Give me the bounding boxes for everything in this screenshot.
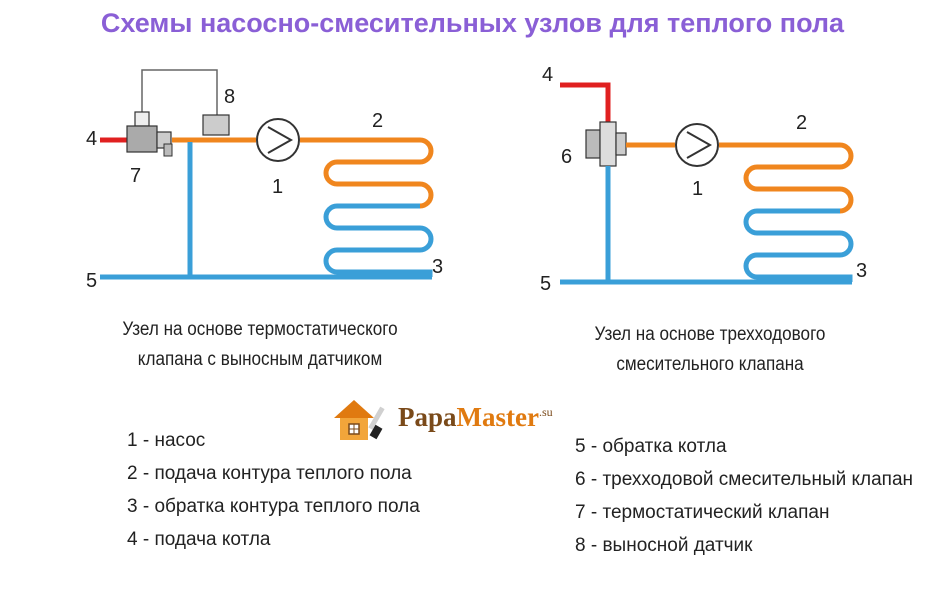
right-label-2: 2 [796, 112, 808, 134]
right-coil-supply [743, 142, 854, 214]
right-label-4: 4 [542, 64, 554, 86]
legend-item-6: 6 - трехходовой смесительный клапан [575, 469, 914, 490]
legend-left: 1 - насос 2 - подача контура теплого пол… [127, 424, 420, 556]
left-label-1: 1 [272, 176, 284, 198]
left-label-2: 2 [372, 110, 384, 132]
legend-item-8: 8 - выносной датчик [575, 535, 753, 556]
left-scheme [100, 69, 434, 280]
right-caption: Узел на основе трехходового смесительног… [521, 320, 899, 380]
legend-item-3: 3 - обратка контура теплого пола [127, 496, 420, 517]
legend-item-7: 7 - термостатический клапан [575, 502, 830, 523]
house-icon [334, 400, 385, 440]
left-pump-icon [256, 118, 300, 162]
remote-sensor-icon [202, 114, 230, 136]
left-coil-supply [323, 137, 434, 209]
legend-item-2: 2 - подача контура теплого пола [127, 463, 412, 484]
left-capillary-line [141, 69, 218, 115]
right-pump-icon [675, 123, 719, 167]
right-label-6: 6 [561, 146, 573, 168]
logo-part-papa: Papa [398, 402, 457, 432]
papamaster-logo[interactable]: PapaMaster.su [330, 394, 560, 444]
right-caption-line-2: смесительного клапана [616, 354, 804, 375]
left-caption-line-2: клапана с выносным датчиком [137, 349, 383, 370]
logo-text: PapaMaster.su [398, 402, 553, 433]
legend-right: 5 - обратка котла 6 - трехходовой смесит… [575, 430, 913, 562]
left-caption-line-1: Узел на основе термостатического [122, 319, 398, 340]
left-label-4: 4 [86, 128, 98, 150]
right-caption-line-1: Узел на основе трехходового [594, 324, 826, 345]
right-label-3: 3 [856, 260, 868, 282]
left-coil-return [323, 203, 434, 277]
left-label-3: 3 [432, 256, 444, 278]
left-label-7: 7 [130, 165, 142, 187]
thermostatic-valve-icon [126, 111, 173, 157]
legend-item-1: 1 - насос [127, 430, 206, 451]
right-label-1: 1 [692, 178, 704, 200]
logo-suffix: .su [538, 405, 553, 419]
left-label-5: 5 [86, 270, 98, 292]
left-caption: Узел на основе термостатического клапана… [80, 315, 440, 375]
right-scheme [560, 82, 854, 285]
page-title: Схемы насосно-смесительных узлов для теп… [100, 8, 845, 38]
right-boiler-supply-pipe [560, 82, 611, 122]
three-way-valve-icon [585, 121, 627, 167]
left-label-8: 8 [224, 86, 236, 108]
legend-item-5: 5 - обратка котла [575, 436, 727, 457]
right-label-5: 5 [540, 273, 552, 295]
right-coil-return [743, 208, 854, 282]
legend-item-4: 4 - подача котла [127, 529, 271, 550]
logo-part-master: Master [456, 402, 539, 432]
